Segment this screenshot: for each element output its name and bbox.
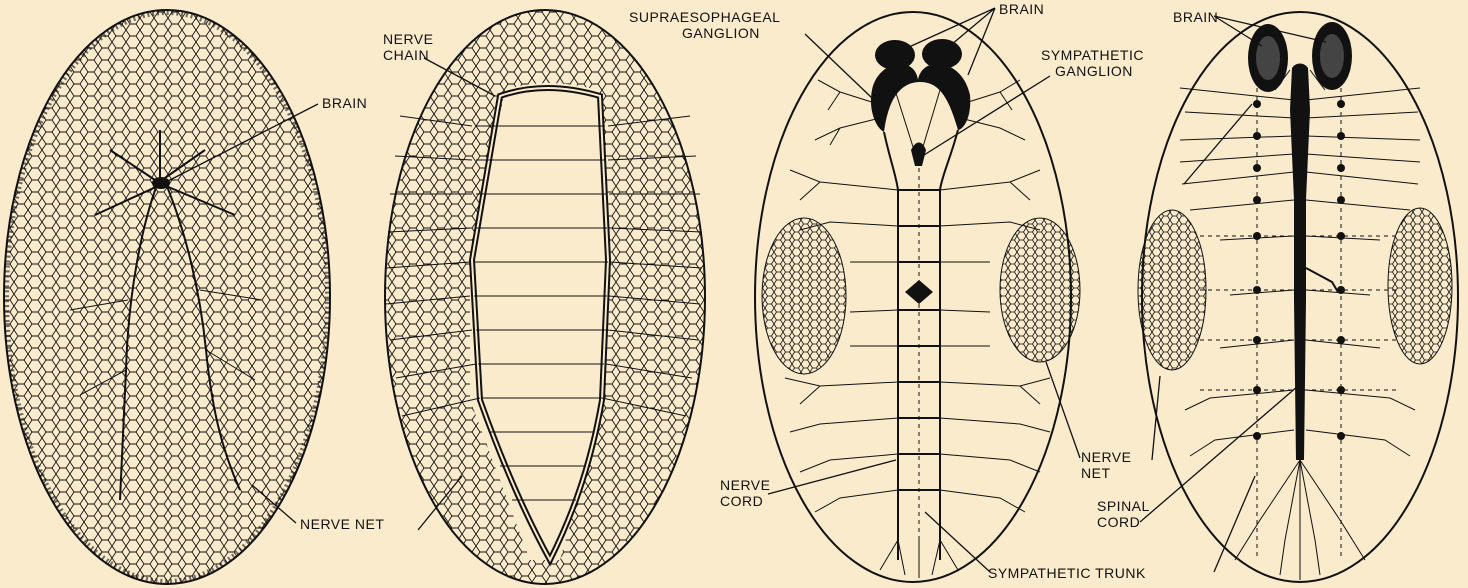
panel-4-dashed-trunks <box>1256 80 1342 560</box>
panel-3-nerve-cord-leader <box>767 459 897 495</box>
panel-3-sympathetic-ganglion-label-line1: SYMPATHETIC <box>1041 47 1144 63</box>
panel-3-nerve-cord-label-line1: NERVE <box>720 477 770 493</box>
panel-2-nerve-chain-leader <box>423 57 496 97</box>
panel-3-supraesophageal-label-line2: GANGLION <box>682 25 760 41</box>
panel-3-sympathetic-ganglion-leader <box>923 75 1051 156</box>
panel-4-vertebrate-organism: BRAIN SPINAL CORD <box>1097 9 1459 583</box>
panel-3-brain-leaders <box>897 7 996 76</box>
panel-1-brain-node <box>152 177 170 189</box>
panel-1-main-nerves <box>69 130 263 501</box>
panel-4-brain-leaders <box>1213 15 1327 47</box>
panel-4-nerve-net-patches <box>1137 207 1453 371</box>
panel-2-nerve-net-leader <box>417 475 463 531</box>
panel-1-nerve-net-leader <box>251 484 297 524</box>
panel-3-sympathetic-trunk-label: SYMPATHETIC TRUNK <box>988 565 1146 581</box>
panel-3-brain-label: BRAIN <box>999 1 1044 17</box>
panel-3-nerve-net-leader <box>1045 361 1081 459</box>
panel-3-segmental-nerves <box>784 79 1051 578</box>
panel-4-brain-label: BRAIN <box>1173 9 1218 25</box>
panel-4-spinal-cord <box>1290 63 1310 460</box>
panel-3-nerve-net-label-line2: NET <box>1081 465 1111 481</box>
panel-3-nerve-net-patches <box>761 217 1081 375</box>
panel-4-sympathetic-ganglion-leader <box>1183 103 1253 185</box>
panel-2-lateral-nerves <box>385 115 703 417</box>
panel-1-brain-label: BRAIN <box>322 95 367 111</box>
panel-3-nerve-net-label-line1: NERVE <box>1081 449 1131 465</box>
panel-2-nerve-chain-label-line2: CHAIN <box>383 47 429 63</box>
panel-4-spinal-cord-label-line2: CORD <box>1097 514 1140 530</box>
panel-2-cross-connectives <box>474 125 608 501</box>
panel-3-nerve-cord-label-line2: CORD <box>720 493 763 509</box>
panel-1-nerve-net-label: NERVE NET <box>300 516 384 532</box>
panel-4-ganglia <box>1253 100 1345 440</box>
panel-2-nerve-chain-organism: NERVE CHAIN <box>383 9 706 585</box>
panel-3-sympathetic-ganglion-label-line2: GANGLION <box>1055 63 1133 79</box>
panel-4-cauda <box>1234 459 1366 580</box>
panel-3-brain <box>870 39 971 132</box>
panel-3-supraesophageal-leader <box>804 33 873 99</box>
panel-3-supraesophageal-label-line1: SUPRAESOPHAGEAL <box>629 9 780 25</box>
panel-4-sympathetic-trunk-leader <box>1213 475 1256 573</box>
panel-1-nerve-net-organism: BRAIN NERVE NET <box>3 9 384 585</box>
panel-2-nerve-chain-label-line1: NERVE <box>383 31 433 47</box>
panel-3-sympathetic-trunk-leader <box>924 511 991 573</box>
panel-4-nerve-net-leader <box>1151 375 1161 461</box>
panel-4-spinal-cord-label-line1: SPINAL <box>1097 498 1150 514</box>
panel-1-brain-leader <box>167 103 319 182</box>
panel-3-invertebrate-organism: SUPRAESOPHAGEAL GANGLION BRAIN SYMPATHET… <box>629 1 1146 583</box>
panel-4-brain <box>1248 22 1352 92</box>
panel-3-mid-ganglion <box>905 280 933 304</box>
panel-4-spinal-cord-leader <box>1139 385 1299 523</box>
